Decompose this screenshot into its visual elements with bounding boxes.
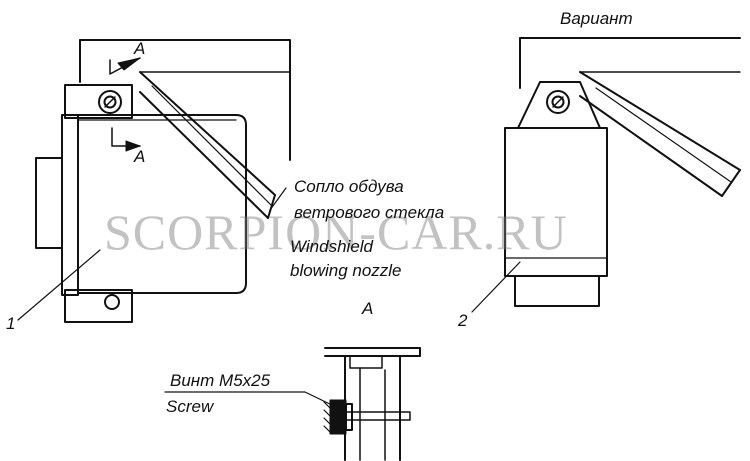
left-nozzle-upper	[139, 71, 276, 196]
right-outlet	[514, 275, 600, 307]
right-bolt-slot	[552, 96, 564, 108]
variant-label: Вариант	[560, 9, 633, 28]
section-a-detail-label: A	[362, 299, 374, 318]
left-nozzle-lower	[139, 91, 269, 219]
item-1-label: 1	[6, 314, 16, 333]
item-2-label: 2	[458, 311, 468, 330]
left-upper-bolt-outer	[98, 90, 122, 114]
detail-top-plate	[324, 347, 421, 357]
screw-label-ru: Винт M5x25	[170, 371, 271, 390]
screw-label-en: Screw	[166, 397, 214, 416]
left-bracket-lower	[64, 289, 133, 323]
right-nozzle-lower	[579, 95, 723, 197]
left-frame-outline	[79, 39, 291, 161]
leader-item-2	[471, 261, 521, 313]
section-a-top-arrow	[117, 57, 141, 71]
section-a-bottom-arrow	[125, 140, 141, 152]
right-bolt-inner	[551, 95, 565, 109]
right-bolt-outer	[546, 90, 570, 114]
left-nozzle-center	[151, 85, 272, 206]
right-nozzle-upper	[579, 71, 741, 171]
detail-top-block	[349, 355, 383, 369]
left-assembly	[17, 39, 291, 323]
leader-nozzle	[269, 187, 287, 211]
detail-washer	[345, 403, 353, 431]
detail-bracket	[379, 355, 401, 461]
right-nozzle-end	[721, 169, 741, 197]
section-a-top-label: A	[134, 39, 146, 58]
right-nozzle-center	[595, 87, 732, 183]
watermark-text: SCORPION-CAR.RU	[104, 204, 568, 260]
left-upper-bolt-inner	[103, 95, 117, 109]
left-housing-body	[77, 114, 247, 294]
leader-screw	[164, 391, 335, 407]
left-rear-boss	[35, 157, 63, 249]
right-assembly	[471, 37, 741, 313]
section-a-bottom-label: A	[134, 147, 146, 166]
leader-item-1	[17, 249, 101, 321]
nozzle-label-en-line2: blowing nozzle	[290, 261, 402, 280]
nozzle-label-ru-line2: ветрового стекла	[294, 203, 445, 222]
left-housing-flange	[61, 114, 79, 296]
left-nozzle-end	[267, 194, 276, 219]
right-mount	[517, 81, 601, 129]
detail-a	[164, 347, 421, 461]
left-upper-bolt-slot	[104, 96, 116, 108]
nozzle-label-ru-line1: Сопло обдува	[294, 177, 404, 196]
left-bracket	[64, 84, 133, 119]
left-lower-bolt	[104, 294, 120, 310]
nozzle-label-en-line1: Windshield	[290, 237, 373, 256]
detail-screw-shank	[329, 411, 411, 421]
detail-hatch-1	[323, 401, 331, 433]
